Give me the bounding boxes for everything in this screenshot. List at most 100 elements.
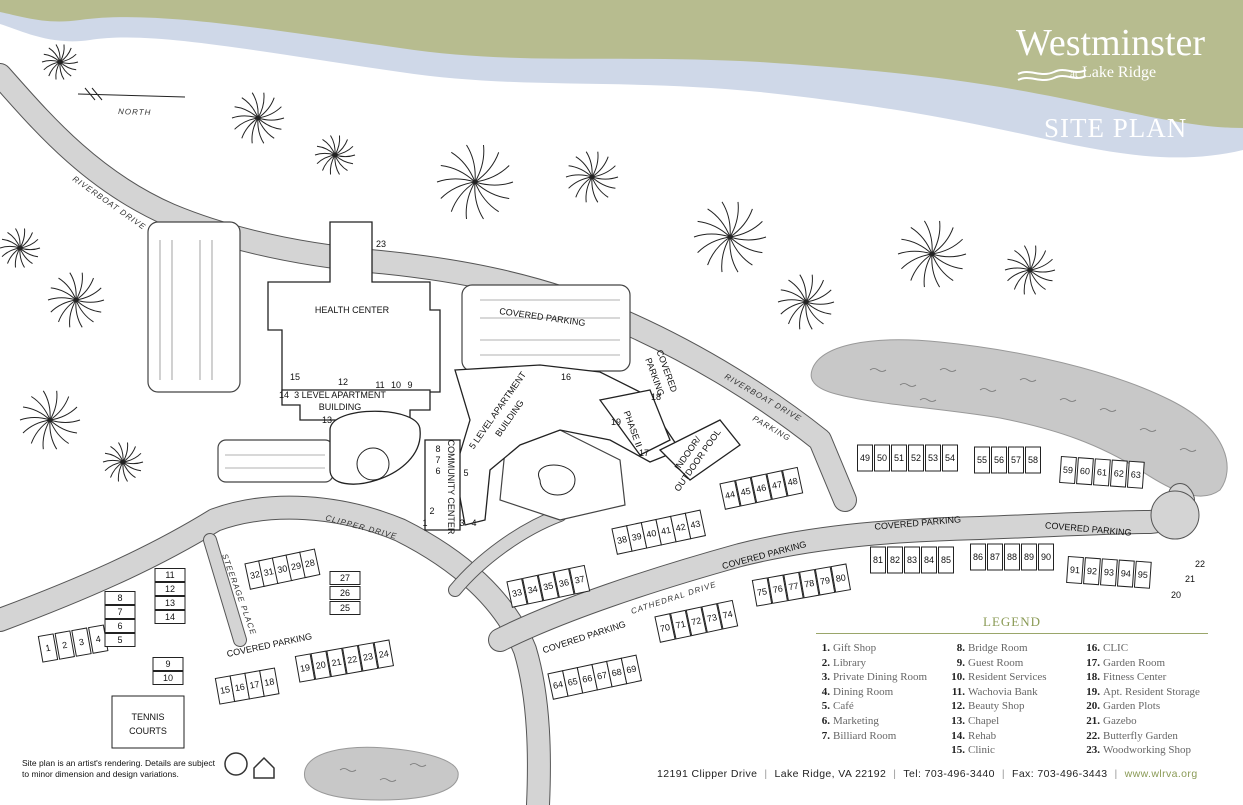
building-number: 14 [279, 390, 289, 400]
cottage-number: 83 [907, 555, 917, 565]
building-number: 13 [322, 415, 332, 425]
cottage-number: 70 [659, 622, 671, 634]
footer-website-link[interactable]: www.wlrva.org [1124, 768, 1198, 780]
cottage-number: 80 [835, 572, 847, 584]
cottage-number: 37 [574, 574, 586, 586]
legend-item: 8.Bridge Room [951, 641, 1086, 656]
cottage-unit [974, 446, 990, 474]
cottage-unit [874, 444, 890, 472]
cottage-number: 13 [165, 598, 175, 608]
legend-item: 4.Dining Room [816, 685, 951, 700]
building-number: 17 [639, 448, 649, 458]
cottage-number: 95 [1137, 569, 1148, 580]
header-green-band [0, 0, 1243, 128]
cottage-unit [870, 546, 886, 574]
legend-item-number: 4. [821, 685, 830, 698]
cottage-number: 85 [941, 555, 951, 565]
cottage-unit [735, 476, 757, 507]
cottage-number: 2 [61, 640, 68, 651]
cottage-number: 23 [362, 651, 374, 663]
cottage-unit [925, 444, 941, 472]
cottage-unit [1025, 446, 1041, 474]
cottage-unit [152, 657, 184, 671]
cottage-number: 69 [625, 663, 637, 675]
legend-item-name: Clinic [968, 744, 995, 757]
footer-contact: 12191 Clipper Drive|Lake Ridge, VA 22192… [657, 768, 1198, 780]
map-title: SITE PLAN [1044, 113, 1188, 143]
cottage-unit [506, 578, 528, 608]
seal-icon [224, 752, 248, 776]
legend-item-number: 12. [951, 700, 965, 713]
cottage-number: 92 [1087, 566, 1098, 577]
cottage-number: 65 [567, 676, 579, 688]
legend-item-number: 16. [1086, 642, 1100, 654]
disclaimer: Site plan is an artist's rendering. Deta… [22, 758, 215, 779]
cottage-unit [568, 564, 591, 595]
cottage-unit [1083, 557, 1101, 586]
building-number: 19 [611, 417, 621, 427]
legend-item-number: 17. [1086, 656, 1100, 669]
cottage-number: 32 [249, 569, 261, 581]
cottage-unit [620, 654, 642, 685]
legend-item: 23.Woodworking Shop [1086, 743, 1208, 758]
legend-item: 7.Billiard Room [816, 729, 951, 744]
building-number: 18 [651, 392, 661, 402]
cottage-number: 22 [346, 654, 358, 666]
cottage-number: 35 [542, 580, 554, 592]
cottage-unit [329, 601, 361, 615]
legend-item-name: Fitness Center [1103, 671, 1167, 684]
legend-item: 3.Private Dining Room [816, 670, 951, 685]
legend-item: 11.Wachovia Bank [951, 685, 1086, 700]
legend-item-name: Resident Services [968, 671, 1047, 684]
legend-item: 1.Gift Shop [816, 641, 951, 656]
cottage-unit [104, 619, 136, 633]
brand-place: Lake Ridge [1081, 64, 1157, 81]
cottage-number: 59 [1063, 465, 1074, 476]
cottage-number: 41 [660, 525, 672, 537]
cottage-number: 94 [1121, 568, 1132, 579]
cottage-number: 30 [276, 563, 288, 575]
cottage-unit [1008, 446, 1024, 474]
cottage-number: 11 [165, 570, 174, 580]
cottage-number: 43 [689, 518, 701, 530]
legend-item-name: Café [833, 700, 854, 713]
label-tennis-2: COURTS [129, 726, 167, 736]
legend-item-name: Butterfly Garden [1103, 729, 1178, 742]
legend-item-number: 21. [1086, 714, 1100, 727]
cottage-row: 910 [152, 657, 184, 685]
legend-item-name: CLIC [1103, 642, 1129, 654]
cottage-unit [329, 586, 361, 600]
cottage-number: 51 [894, 453, 904, 463]
legend-item: 13.Chapel [951, 714, 1086, 729]
legend-item-name: Dining Room [833, 685, 894, 698]
cottage-number: 21 [331, 657, 343, 669]
cottage-number: 48 [787, 476, 799, 488]
building-number: 20 [1171, 590, 1181, 600]
cottage-unit [685, 606, 707, 637]
cottage-number: 29 [290, 560, 302, 572]
road-label-riverboat-east: RIVERBOAT DRIVE [723, 372, 803, 423]
cottage-unit [904, 546, 920, 574]
cottage-unit [1076, 457, 1094, 486]
cottage-number: 90 [1041, 552, 1051, 562]
cottage-number: 16 [234, 682, 246, 694]
cottage-unit [719, 480, 741, 510]
legend-item: 18.Fitness Center [1086, 670, 1208, 685]
cul-de-sac [1150, 490, 1200, 540]
cottage-number: 33 [511, 587, 523, 599]
footer-tel: Tel: 703-496-3440 [903, 768, 995, 780]
tree-icon [231, 92, 285, 144]
cottage-unit [766, 470, 788, 500]
cottage-number: 73 [706, 612, 718, 624]
legend-item-name: Garden Room [1103, 656, 1166, 669]
legend-item: 12.Beauty Shop [951, 699, 1086, 714]
cottage-unit [830, 563, 852, 593]
cottage-number: 88 [1007, 552, 1017, 562]
cottage-unit [522, 574, 544, 605]
